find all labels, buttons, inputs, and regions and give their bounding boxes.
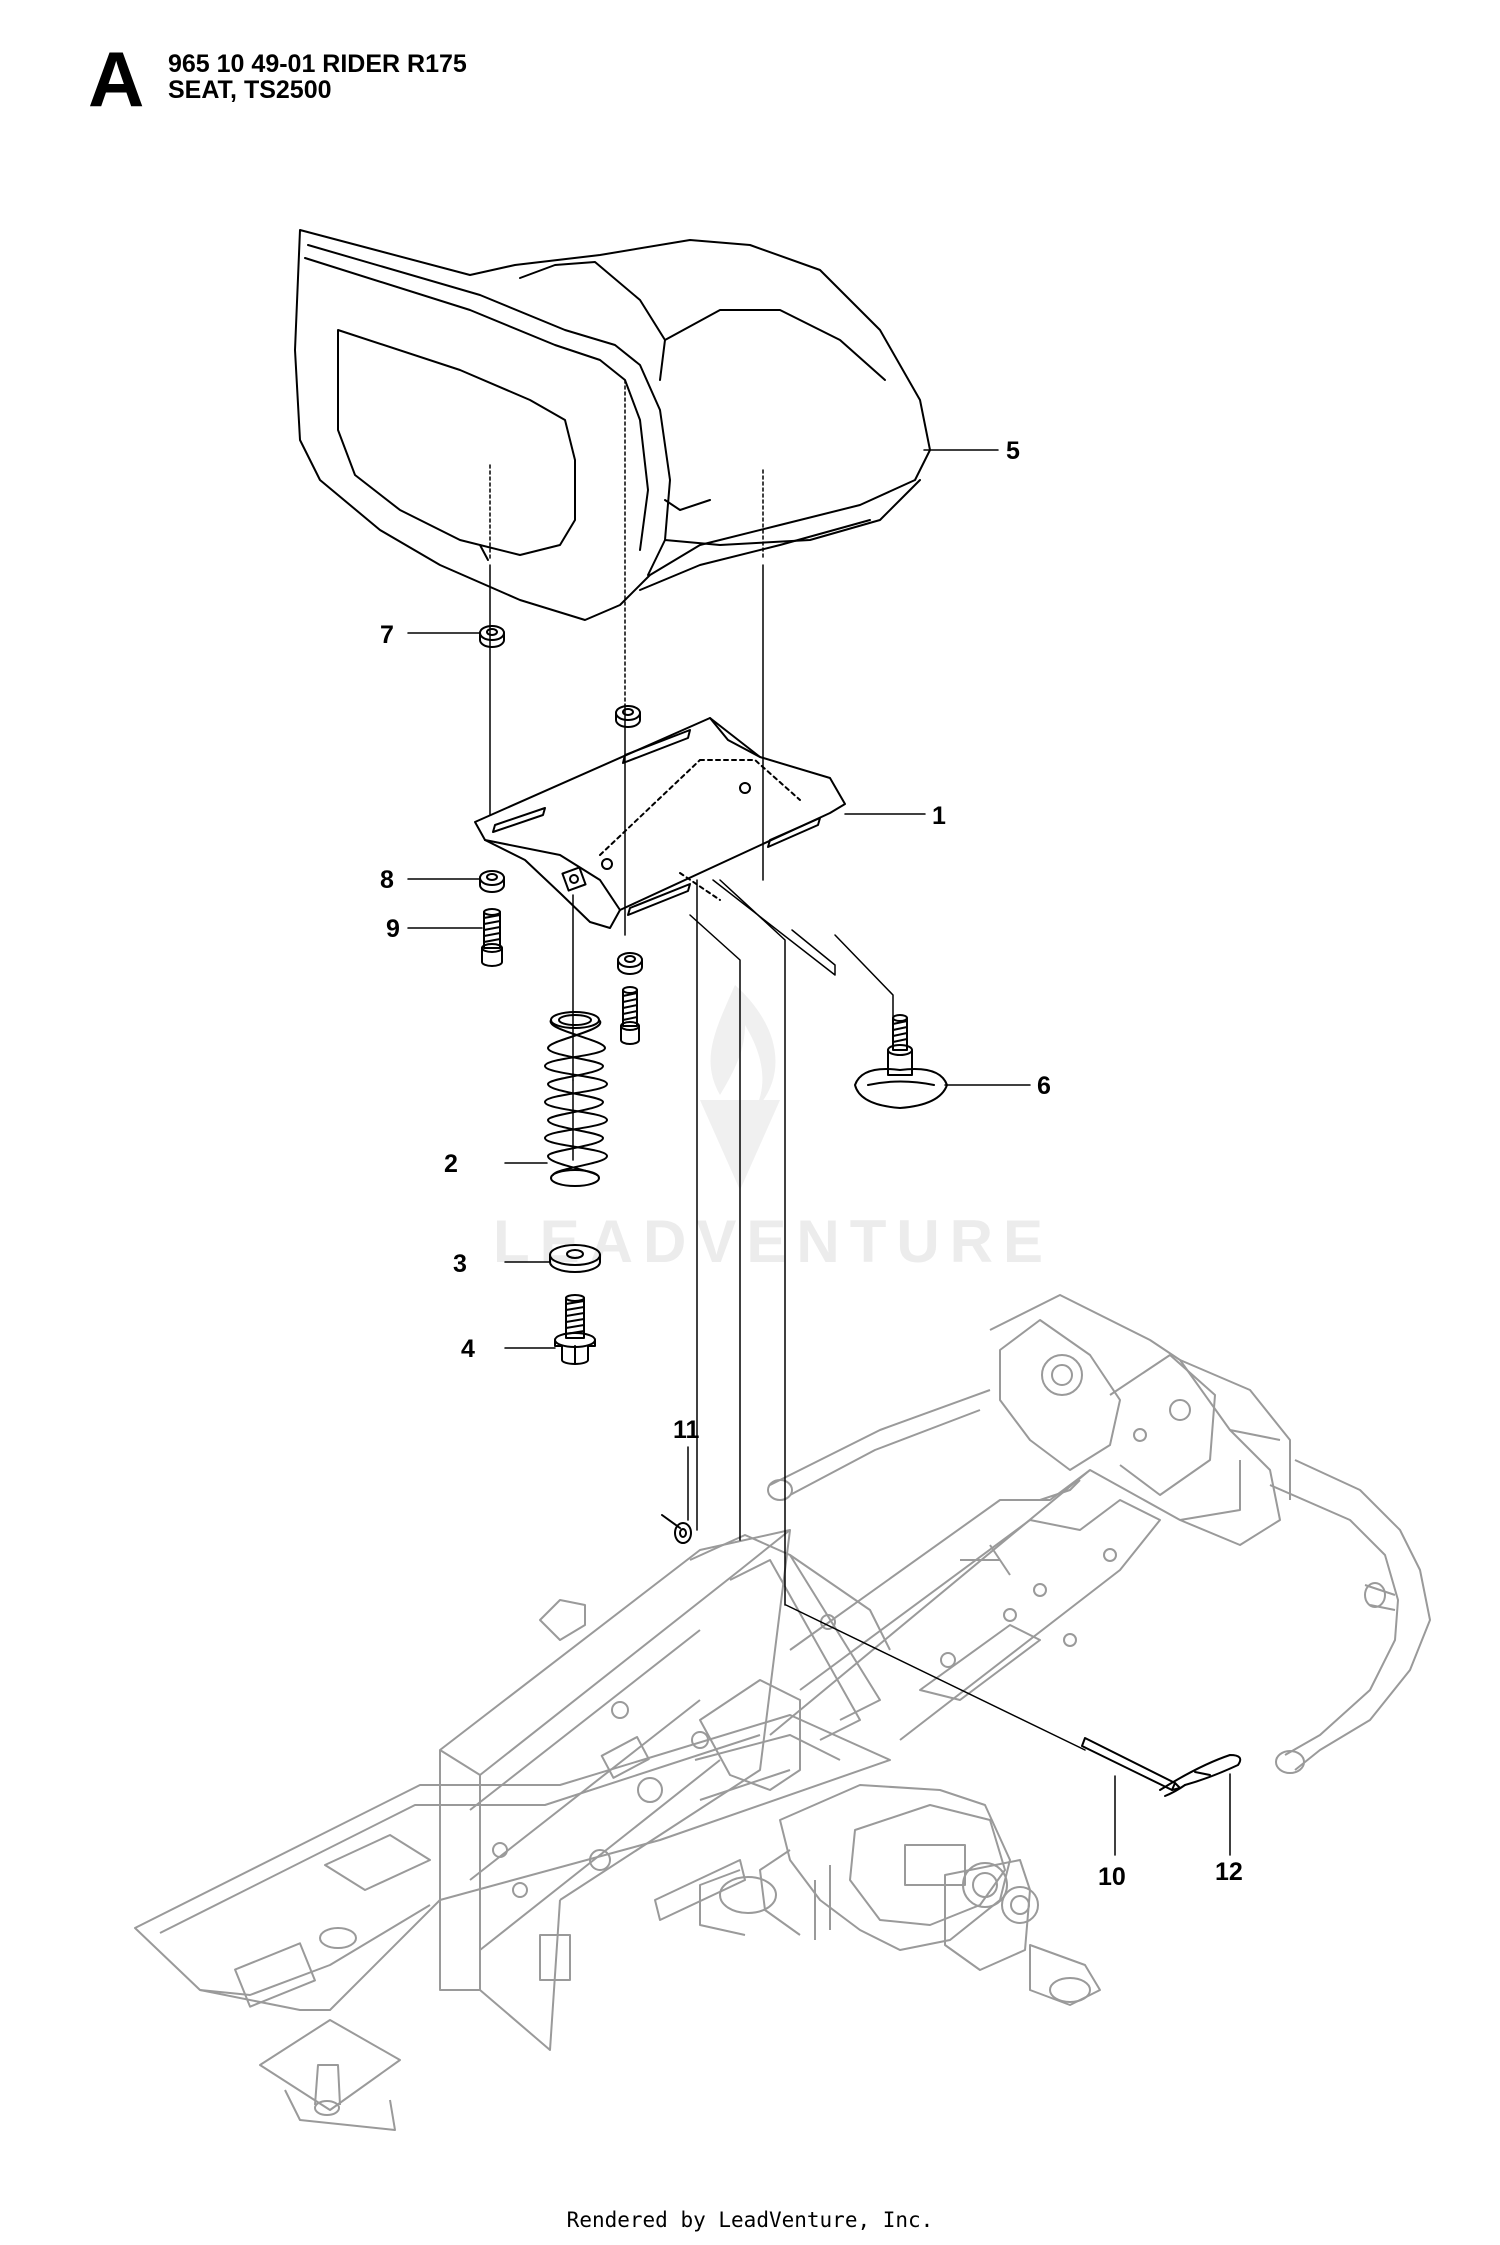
retaining-clip [661, 1514, 692, 1544]
seat-cushion [294, 229, 931, 621]
flat-washer [549, 1244, 601, 1273]
callout-12: 12 [1215, 1858, 1243, 1886]
alignment-lines [489, 379, 1086, 1751]
callout-3: 3 [453, 1250, 467, 1278]
section-letter: A [88, 35, 145, 123]
callout-6: 6 [1037, 1072, 1051, 1100]
callout-8: 8 [380, 866, 394, 894]
render-credit: Rendered by LeadVenture, Inc. [566, 2208, 934, 2232]
bolt-9 [481, 908, 503, 967]
callout-7: 7 [380, 621, 394, 649]
washer-upper [615, 705, 641, 728]
washer-lower [617, 952, 643, 975]
pivot-pin [1081, 1737, 1181, 1791]
bolt-lower [620, 986, 640, 1045]
callout-10: 10 [1098, 1863, 1126, 1891]
callout-4: 4 [461, 1335, 475, 1363]
tractor-frame [134, 1294, 1431, 2131]
seat-mounting-plate [474, 717, 846, 929]
callout-11: 11 [673, 1416, 700, 1444]
callout-9: 9 [386, 915, 400, 943]
flange-bolt [554, 1294, 596, 1365]
assembly-title: SEAT, TS2500 [168, 76, 332, 104]
coil-spring [544, 1011, 608, 1187]
model-title: 965 10 49-01 RIDER R175 [168, 50, 467, 78]
callout-2: 2 [444, 1150, 458, 1178]
hair-pin-clip [1159, 1754, 1242, 1797]
leader-lines [407, 449, 1231, 1856]
washer-8 [479, 870, 505, 893]
callout-1: 1 [932, 802, 946, 830]
adjustment-knob [854, 1014, 948, 1109]
washer-7 [479, 625, 505, 648]
callout-5: 5 [1006, 437, 1020, 465]
